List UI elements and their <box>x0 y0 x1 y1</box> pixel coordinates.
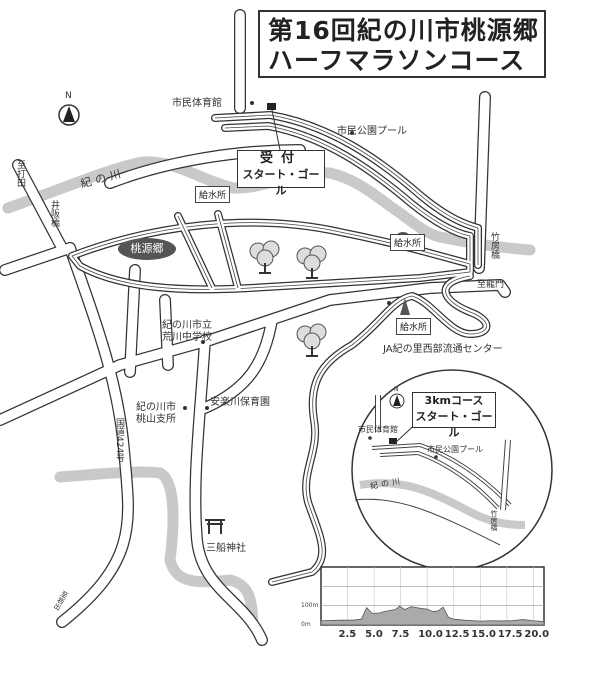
shrine-torii-icon <box>205 519 225 534</box>
course-path <box>224 125 471 262</box>
label-takefusa-bridge: 竹房橋 <box>489 232 499 259</box>
x-tick-label: 5.0 <box>365 629 383 640</box>
label-shrine: 三船神社 <box>206 543 246 554</box>
inset-label-line-2: スタート・ゴール <box>415 410 493 439</box>
title-box: 第16回紀の川市桃源郷 ハーフマラソンコース <box>258 10 546 78</box>
branch-line-1: 紀の川市 <box>136 402 176 413</box>
label-gym: 市民体育館 <box>172 98 222 109</box>
start-goal-label: スタート・ゴール <box>242 168 320 197</box>
y-tick-label: 0m <box>301 621 311 628</box>
label-branch: 紀の川市桃山支所 <box>136 402 176 426</box>
inset-label-pool: 市民公園プール <box>427 445 483 454</box>
label-to-uchita: 至打田 <box>15 160 25 187</box>
reception-marker <box>267 103 276 110</box>
tree-icon <box>296 245 327 279</box>
tree-icon <box>249 240 280 274</box>
label-route-424: 国道424号 <box>114 418 124 463</box>
compass-label: N <box>65 91 72 101</box>
school-line-1: 紀の川市立 <box>162 320 212 331</box>
cherry-tree-icons <box>249 240 327 357</box>
course-path <box>214 114 479 265</box>
inset-3km-map <box>351 369 553 571</box>
label-nursery: 安楽川保育園 <box>210 397 270 408</box>
label-tougenkyo: 桃源郷 <box>118 238 176 260</box>
x-tick-label: 12.5 <box>444 629 470 640</box>
water-station-3: 給水所 <box>396 318 432 335</box>
x-tick-label: 2.5 <box>338 629 357 640</box>
title-line-1: 第16回紀の川市桃源郷 <box>268 16 539 45</box>
school-line-2: 荒川中学校 <box>162 332 212 343</box>
branch-line-2: 桃山支所 <box>136 414 176 425</box>
x-tick-label: 15.0 <box>471 629 496 640</box>
course-path <box>177 215 213 289</box>
x-tick-label: 20.0 <box>524 629 550 640</box>
label-pool: 市民公園プール <box>337 126 407 137</box>
inset-compass-label: N <box>394 386 399 393</box>
inset-label-gym: 市民体育館 <box>358 425 398 434</box>
title-line-2: ハーフマラソンコース <box>268 46 526 75</box>
label-ja-center: JA紀の里西部流通センター <box>383 344 503 355</box>
x-tick-label: 7.5 <box>391 629 410 640</box>
course-path <box>271 275 487 583</box>
roads <box>0 9 511 646</box>
water-station-2: 給水所 <box>390 234 426 251</box>
label-to-ryumon: 至龍門 <box>477 280 505 290</box>
north-compass-icon <box>58 104 80 126</box>
course-path <box>217 213 239 289</box>
water-station-1: 給水所 <box>195 186 231 203</box>
inset-label-line-1: 3kmコース <box>424 394 484 407</box>
elevation-profile-chart <box>320 566 545 626</box>
label-school: 紀の川市立荒川中学校 <box>162 320 212 344</box>
reception-start-goal-box: 受付 スタート・ゴール <box>237 150 325 197</box>
inset-3km-label: 3kmコース スタート・ゴール <box>412 392 496 439</box>
elevation-area <box>320 605 545 626</box>
reception-label: 受付 <box>259 151 302 166</box>
x-tick-label: 10.0 <box>418 629 443 640</box>
y-tick-label: 100m <box>301 601 319 609</box>
label-igata-bridge: 井阪橋 <box>49 200 59 227</box>
inset-label-bridge: 竹房橋 <box>490 510 498 531</box>
tree-icon <box>296 323 327 357</box>
x-tick-label: 17.5 <box>497 629 523 640</box>
